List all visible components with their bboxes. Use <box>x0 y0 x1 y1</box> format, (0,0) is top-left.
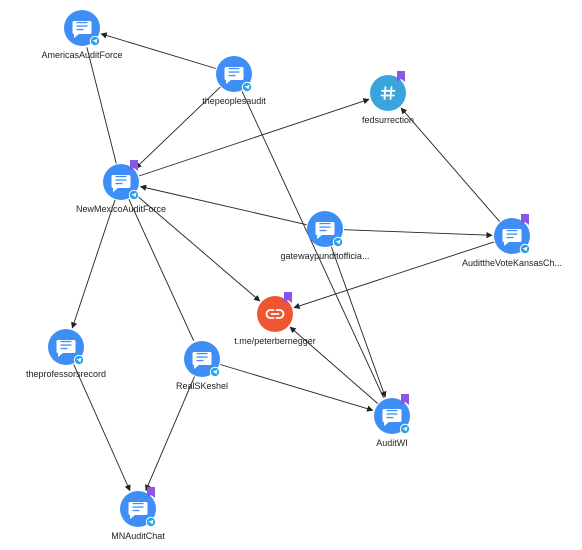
chat-bubble-icon <box>111 175 131 192</box>
telegram-badge-icon <box>73 354 85 366</box>
node-label: RealSKeshel <box>176 381 228 391</box>
link-icon <box>265 309 285 319</box>
telegram-badge-icon <box>89 35 101 47</box>
node-fedsurrection[interactable]: fedsurrection <box>362 71 414 125</box>
telegram-badge-icon <box>519 243 531 255</box>
node-label: thepeoplesaudit <box>202 96 266 106</box>
node-label: AmericasAuditForce <box>41 50 122 60</box>
chat-bubble-icon <box>72 21 92 38</box>
chat-bubble-icon <box>192 352 212 369</box>
node-professors[interactable]: theprofessorsrecord <box>26 329 106 379</box>
node-gateway[interactable]: gatewaypunditofficia... <box>281 211 370 261</box>
node-label: fedsurrection <box>362 115 414 125</box>
flag-icon <box>284 292 292 303</box>
telegram-badge-icon <box>209 366 221 378</box>
node-circle[interactable] <box>370 75 406 111</box>
telegram-badge-icon <box>241 81 253 93</box>
node-kansas[interactable]: AudittheVoteKansasCh... <box>462 214 562 268</box>
chat-bubble-icon <box>224 67 244 84</box>
nodes-layer: AmericasAuditForce thepeoplesaudit fedsurr… <box>26 10 562 541</box>
telegram-badge-icon <box>128 189 140 201</box>
edge-newmexico-americas <box>86 47 117 164</box>
node-americas[interactable]: AmericasAuditForce <box>41 10 123 60</box>
telegram-badge-icon <box>399 423 411 435</box>
flag-icon <box>147 487 155 498</box>
node-label: t.me/peterbernegger <box>234 336 316 346</box>
edge-gateway-newmexico <box>139 184 307 226</box>
node-peoples[interactable]: thepeoplesaudit <box>202 56 266 106</box>
node-mnaudit[interactable]: MNAuditChat <box>111 487 165 541</box>
chat-bubble-icon <box>56 340 76 357</box>
flag-icon <box>521 214 529 225</box>
edge-peoples-auditwi <box>241 91 385 398</box>
edge-auditwi-peter <box>289 326 378 404</box>
edge-newmexico-fedsurrection <box>138 98 370 177</box>
flag-icon <box>130 160 138 171</box>
edge-gateway-auditwi <box>330 246 387 398</box>
chat-bubble-icon <box>382 409 402 426</box>
node-label: AudittheVoteKansasCh... <box>462 258 562 268</box>
node-realsk[interactable]: RealSKeshel <box>176 341 228 391</box>
edge-kansas-fedsurrection <box>400 107 500 222</box>
node-auditwi[interactable]: AuditWI <box>374 394 411 448</box>
hashtag-icon <box>380 86 396 100</box>
telegram-badge-icon <box>145 516 157 528</box>
chat-bubble-icon <box>315 222 335 239</box>
flag-icon <box>401 394 409 405</box>
chat-bubble-icon <box>128 502 148 519</box>
chat-bubble-icon <box>502 229 522 246</box>
node-label: gatewaypunditofficia... <box>281 251 370 261</box>
edge-peoples-newmexico <box>135 86 221 169</box>
edge-newmexico-peter <box>135 194 261 302</box>
node-label: NewMexicoAuditForce <box>76 204 166 214</box>
edge-professors-mnaudit <box>73 364 131 492</box>
edge-realsk-mnaudit <box>145 376 195 492</box>
telegram-badge-icon <box>332 236 344 248</box>
edge-realsk-auditwi <box>220 364 374 412</box>
edge-newmexico-professors <box>71 199 116 329</box>
edge-newmexico-realsk <box>128 199 195 341</box>
node-label: MNAuditChat <box>111 531 165 541</box>
edge-kansas-peter <box>293 241 495 309</box>
edge-peoples-americas <box>100 32 216 69</box>
node-label: AuditWI <box>376 438 408 448</box>
flag-icon <box>397 71 405 82</box>
edges-layer <box>71 32 500 492</box>
edge-gateway-kansas <box>343 229 493 239</box>
node-peter[interactable]: t.me/peterbernegger <box>234 292 316 346</box>
node-newmexico[interactable]: NewMexicoAuditForce <box>76 160 166 214</box>
node-label: theprofessorsrecord <box>26 369 106 379</box>
